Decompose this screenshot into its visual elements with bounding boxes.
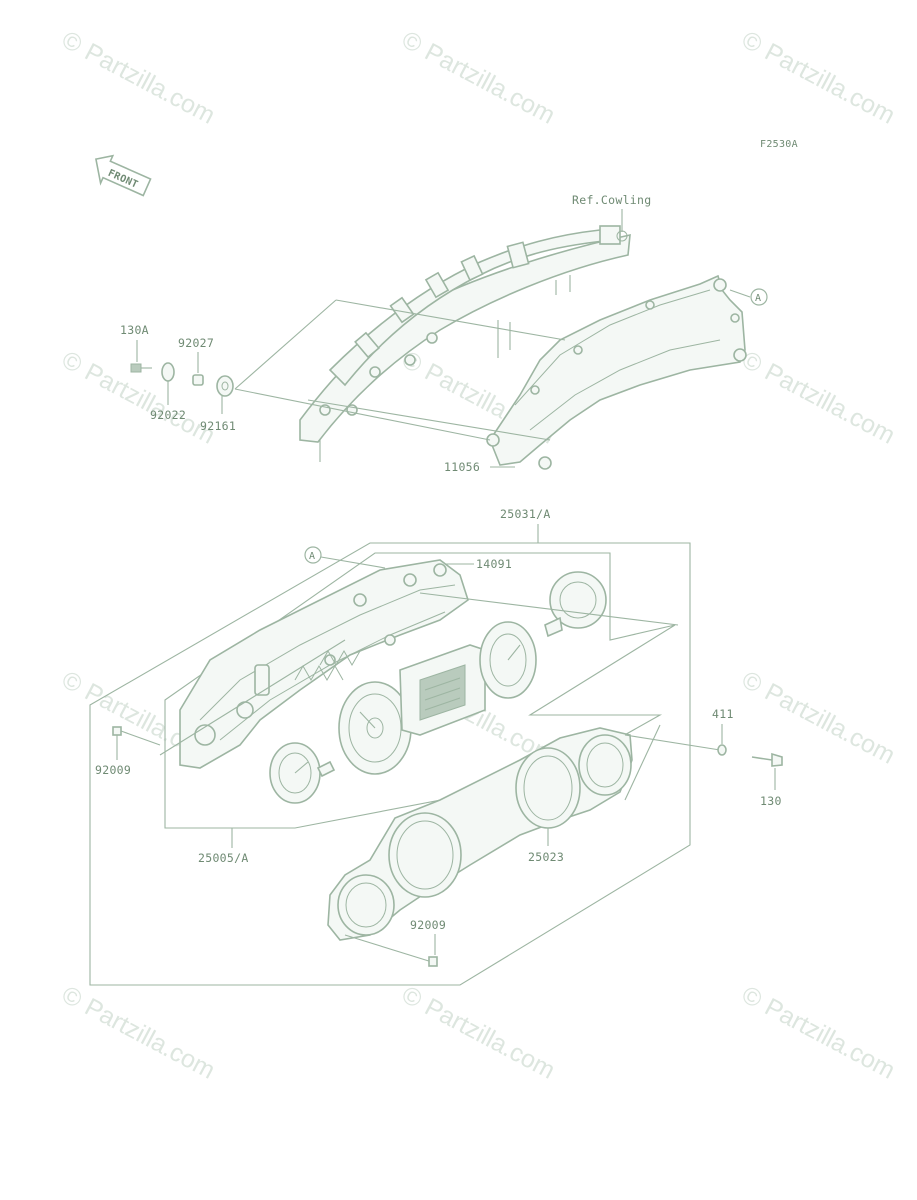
hardware-130a: 130A: [120, 323, 152, 373]
hardware-92161: 92161: [200, 375, 236, 433]
watermark-text: Partzilla.com: [420, 38, 559, 130]
svg-text:92009: 92009: [95, 763, 131, 777]
label-14091: 14091: [476, 557, 512, 571]
watermark-text: Partzilla.com: [760, 358, 899, 450]
assembly-outline-25005a: [164, 552, 676, 829]
speedometer-face: [338, 681, 412, 775]
assembly-outline-25031a: [89, 542, 691, 986]
svg-text:A: A: [755, 293, 761, 304]
front-arrow-icon: FRONT: [94, 154, 152, 197]
watermark-text: Partzilla.com: [420, 993, 559, 1085]
watermark-text: Partzilla.com: [80, 993, 219, 1085]
label-25023: 25023: [528, 850, 564, 864]
hardware-130: 130: [751, 752, 783, 808]
meter-panel-plate: [486, 274, 747, 470]
svg-text:130A: 130A: [120, 323, 149, 337]
watermark-copyright-icon: ©: [397, 26, 427, 60]
hardware-92022: 92022: [150, 362, 186, 422]
watermark-text: Partzilla.com: [80, 38, 219, 130]
tachometer-face: [479, 621, 537, 699]
label-25031a: 25031/A: [500, 507, 551, 521]
svg-text:130: 130: [760, 794, 782, 808]
hardware-92027: 92027: [178, 336, 214, 386]
label-25005a: 25005/A: [198, 851, 249, 865]
hardware-92009-bottom: 92009: [410, 918, 446, 967]
label-11056: 11056: [444, 460, 480, 474]
watermark-copyright-icon: ©: [737, 981, 767, 1015]
hardware-411: 411: [712, 707, 734, 756]
label-ref-cowling: Ref.Cowling: [572, 193, 651, 207]
watermark-copyright-icon: ©: [397, 981, 427, 1015]
fuel-gauge-small: [269, 742, 336, 804]
watermark-copyright-icon: ©: [57, 346, 87, 380]
svg-text:411: 411: [712, 707, 734, 721]
lcd-panel: [399, 644, 486, 736]
reference-point-a-bottom: A: [304, 546, 386, 569]
svg-text:92022: 92022: [150, 408, 186, 422]
svg-text:92027: 92027: [178, 336, 214, 350]
meter-case-housing: [179, 559, 469, 769]
svg-text:92161: 92161: [200, 419, 236, 433]
watermark-copyright-icon: ©: [57, 666, 87, 700]
meter-bracket-frame: [299, 225, 631, 462]
reference-point-a-top: A: [729, 288, 768, 306]
watermark-copyright-icon: ©: [57, 26, 87, 60]
diagram-code: F2530A: [760, 139, 798, 150]
watermark-copyright-icon: ©: [737, 26, 767, 60]
hardware-92009-left: 92009: [95, 726, 161, 777]
watermark-text: Partzilla.com: [760, 38, 899, 130]
meter-cover-bezel: [327, 727, 633, 941]
watermark-text: Partzilla.com: [80, 358, 219, 450]
watermark-copyright-icon: ©: [57, 981, 87, 1015]
temperature-gauge-small: [544, 571, 607, 638]
watermark-copyright-icon: ©: [737, 666, 767, 700]
svg-text:A: A: [309, 551, 315, 562]
watermark-layer: © Partzilla.com © Partzilla.com © Partzi…: [57, 26, 899, 1085]
watermark-text: Partzilla.com: [760, 993, 899, 1085]
svg-text:92009: 92009: [410, 918, 446, 932]
